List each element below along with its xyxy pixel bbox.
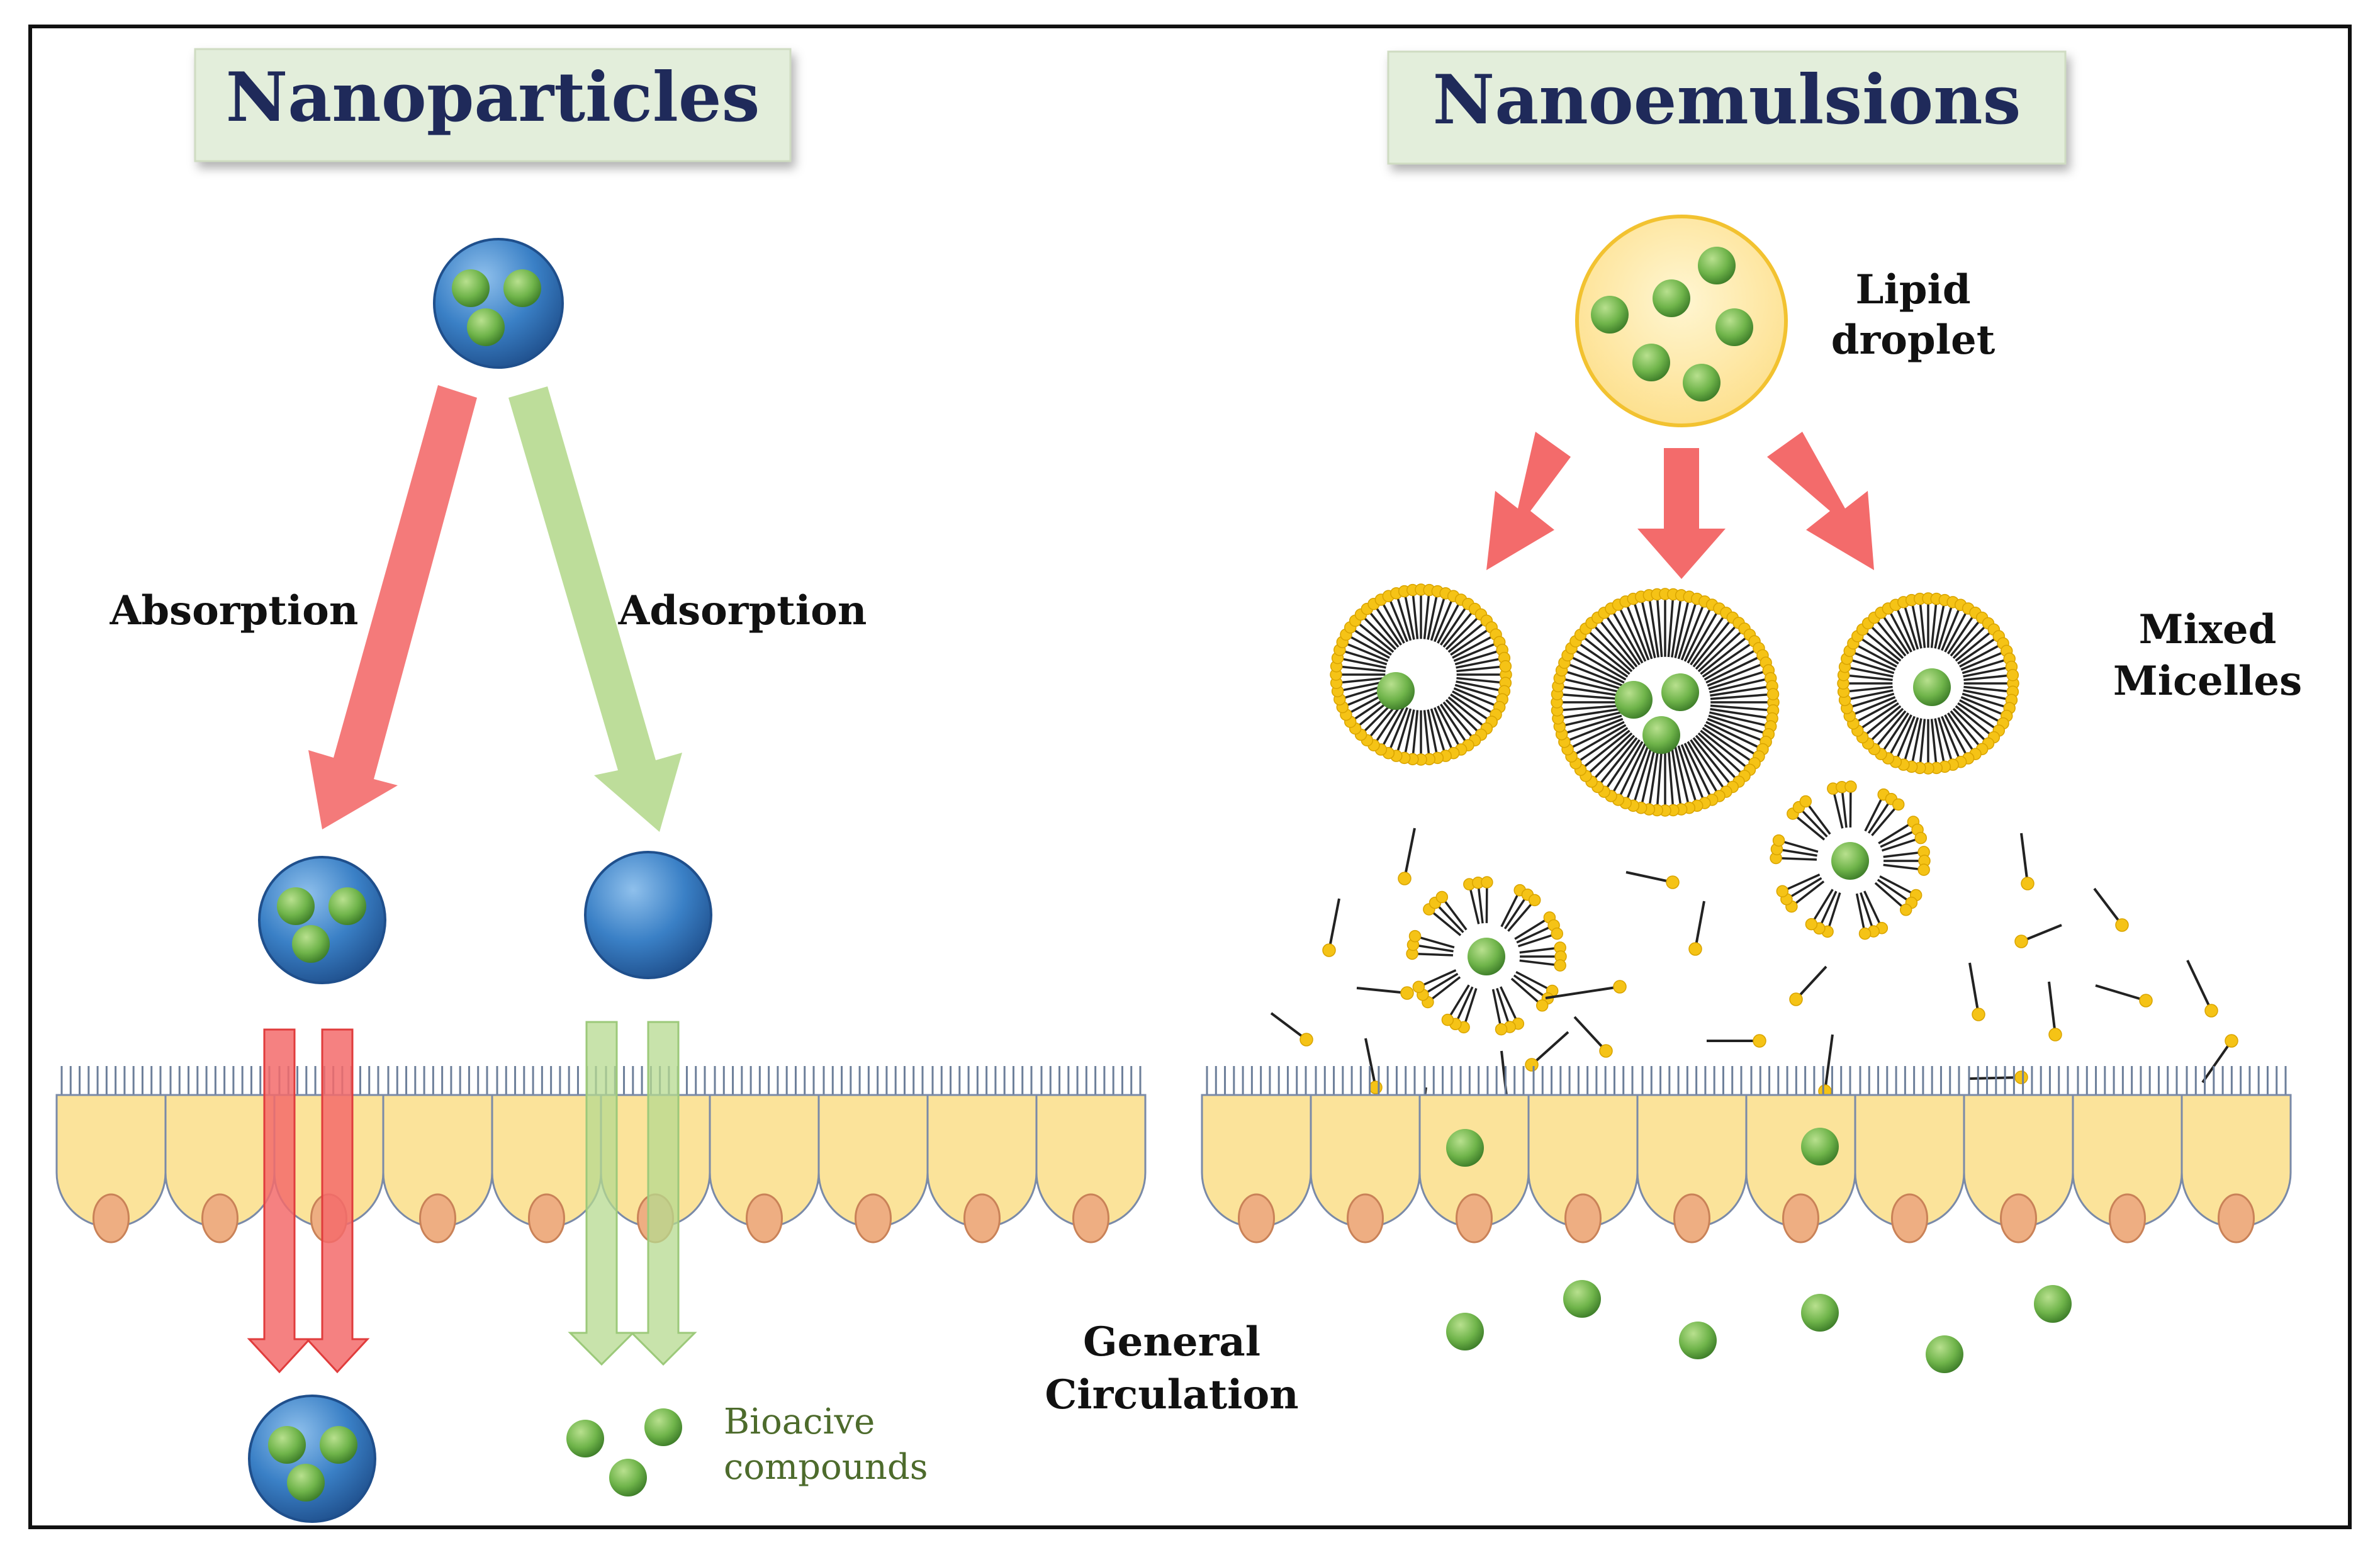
surfactant-tail xyxy=(2095,984,2147,1002)
disrupted-micelle xyxy=(1406,876,1567,1036)
general-circulation-line1: General xyxy=(1083,1318,1260,1366)
surfactant-head xyxy=(1972,1008,1985,1021)
cell-nucleus xyxy=(201,1193,239,1243)
nanoparticles-title-box: Nanoparticles xyxy=(194,48,792,162)
adsorption-transport-arrows xyxy=(568,1021,697,1366)
mixed-micelles-label-line2: Micelles xyxy=(2113,658,2302,705)
lipid-droplet-label-line1: Lipid xyxy=(1855,266,1970,313)
surfactant-tail xyxy=(1824,1034,1834,1092)
cell-nucleus xyxy=(1238,1193,1275,1243)
surfactant-tail xyxy=(1694,901,1705,950)
surfactant-head xyxy=(1789,992,1803,1006)
epithelium-left xyxy=(55,1066,1147,1243)
surfactant-head xyxy=(1688,942,1702,956)
surfactant-tail xyxy=(1328,898,1340,951)
lipid-droplet xyxy=(1575,215,1788,427)
adsorption-label: Adsorption xyxy=(618,587,867,634)
general-circulation-line2: Circulation xyxy=(1045,1371,1298,1418)
surfactant-head xyxy=(1613,980,1627,994)
cell-nucleus xyxy=(1456,1193,1493,1243)
cell-nucleus xyxy=(93,1193,130,1243)
surfactant-tail xyxy=(2020,833,2029,884)
mixed-micelle xyxy=(1837,592,2019,775)
cell-nucleus xyxy=(528,1193,565,1243)
mixed-micelles-label-line1: Mixed xyxy=(2139,606,2277,653)
cell-nucleus xyxy=(2218,1193,2255,1243)
surfactant-head xyxy=(2014,1070,2028,1084)
surfactant-tail xyxy=(1356,987,1408,994)
outer-frame xyxy=(28,25,2352,1529)
cell-nucleus xyxy=(1564,1193,1602,1243)
surfactant-head xyxy=(1322,943,1336,957)
surfactant-head xyxy=(2204,1004,2218,1018)
surfactant-head xyxy=(1400,986,1414,1000)
surfactant-tail xyxy=(2021,924,2062,943)
mixed-micelle xyxy=(1551,588,1780,817)
surfactant-tail xyxy=(1795,965,1827,1001)
absorbed-compounds-right xyxy=(1446,1128,2072,1373)
nanoparticles-title: Nanoparticles xyxy=(226,58,760,137)
cell-nucleus xyxy=(1072,1193,1109,1243)
surfactant-head xyxy=(2014,935,2028,948)
surfactant-head xyxy=(1398,872,1412,885)
surfactant-tail xyxy=(2186,960,2213,1011)
nanoparticle-loaded-top xyxy=(433,238,564,369)
surfactant-head xyxy=(2021,877,2035,890)
cell-nucleus xyxy=(746,1193,783,1243)
absorption-transport-arrows xyxy=(247,1028,370,1374)
cell-nucleus xyxy=(963,1193,1001,1243)
surfactant-head xyxy=(2225,1034,2238,1048)
surfactant-head xyxy=(1753,1034,1766,1048)
nanoparticle-loaded-bottom xyxy=(248,1395,376,1523)
absorption-label: Absorption xyxy=(109,587,359,634)
nanoparticle-loaded-middle xyxy=(258,856,386,984)
disrupted-micelle xyxy=(1770,780,1931,940)
surfactant-head xyxy=(1599,1044,1613,1058)
mixed-micelles-group xyxy=(1330,583,2019,1036)
surfactant-tail xyxy=(2048,981,2057,1035)
bioactive-compounds-cluster xyxy=(566,1408,682,1496)
cell-nucleus xyxy=(2109,1193,2146,1243)
nanoemulsions-title: Nanoemulsions xyxy=(1433,60,2021,140)
surfactant-tail xyxy=(1270,1012,1308,1041)
mixed-micelle xyxy=(1330,583,1512,766)
lipid-droplet-label-line2: droplet xyxy=(1831,317,1995,364)
digestion-arrows xyxy=(1486,432,1874,579)
cell-nucleus xyxy=(855,1193,892,1243)
surfactant-tail xyxy=(1968,962,1980,1015)
surfactant-tail xyxy=(1364,1038,1377,1088)
surfactant-head xyxy=(1525,1058,1539,1072)
surfactant-tail xyxy=(1625,871,1673,884)
surfactant-head xyxy=(1369,1081,1383,1094)
surfactant-tail xyxy=(1403,828,1416,879)
cell-nucleus xyxy=(1891,1193,1928,1243)
cell-nucleus xyxy=(1347,1193,1384,1243)
surfactant-tail xyxy=(1545,985,1620,999)
cell-nucleus xyxy=(1782,1193,1819,1243)
surfactant-head xyxy=(1299,1033,1313,1047)
bioactive-label-line2: compounds xyxy=(724,1447,928,1488)
absorption-arrow xyxy=(308,385,477,829)
nanoemulsions-title-box: Nanoemulsions xyxy=(1387,50,2067,165)
surfactant-head xyxy=(2139,994,2153,1008)
surfactant-tail xyxy=(2093,887,2123,926)
surfactant-tail xyxy=(1573,1016,1607,1052)
bioactive-label-line1: Bioacive xyxy=(724,1401,875,1442)
surfactant-tail xyxy=(2201,1040,2233,1084)
surfactant-tail xyxy=(1530,1031,1569,1066)
surfactant-head xyxy=(2115,918,2129,932)
cell-nucleus xyxy=(1673,1193,1710,1243)
cell-nucleus xyxy=(419,1193,456,1243)
adsorption-arrow xyxy=(508,386,682,832)
epithelium-right xyxy=(1201,1066,2292,1243)
surfactant-head xyxy=(2048,1028,2062,1041)
nanoparticle-empty xyxy=(584,851,712,979)
surfactant-head xyxy=(1666,875,1680,889)
cell-nucleus xyxy=(2000,1193,2037,1243)
